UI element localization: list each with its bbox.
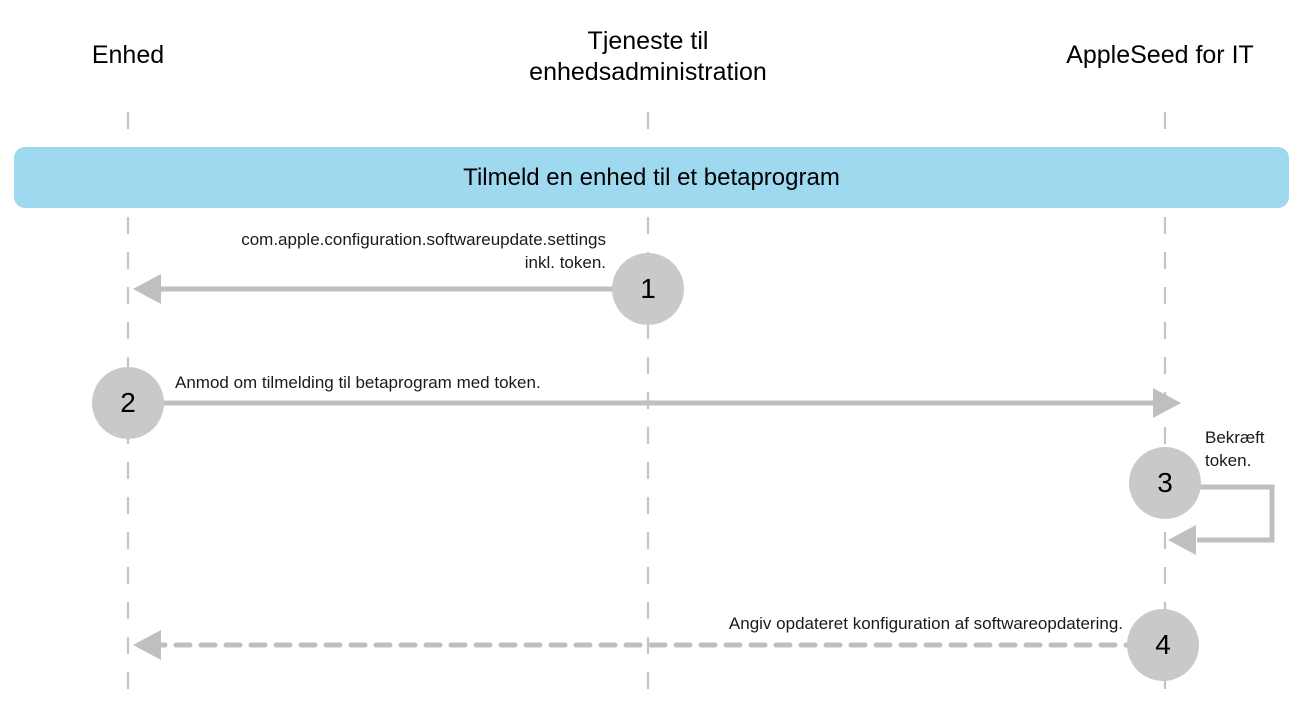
step-badge-2: 2 [92, 367, 164, 439]
message-arrow-2 [160, 388, 1181, 418]
diagram-title-text: Tilmeld en enhed til et betaprogram [463, 163, 840, 191]
arrowhead-1 [133, 274, 161, 304]
message-arrow-4 [133, 630, 1143, 660]
step-number-4: 4 [1155, 629, 1171, 660]
diagram-title-banner: Tilmeld en enhed til et betaprogram [14, 147, 1289, 208]
step-number-2: 2 [120, 387, 136, 418]
step-number-3: 3 [1157, 467, 1173, 498]
column-header-appleseed: AppleSeed for IT [1066, 41, 1254, 69]
message-label-1: com.apple.configuration.softwareupdate.s… [241, 230, 606, 272]
self-loop-path-3 [1196, 484, 1275, 543]
message-label-2: Anmod om tilmelding til betaprogram med … [175, 373, 541, 392]
message-label-4: Angiv opdateret konfiguration af softwar… [728, 614, 1123, 633]
step-badge-3: 3 [1129, 447, 1201, 519]
arrowhead-2 [1153, 388, 1181, 418]
column-header-mdm: Tjeneste til enhedsadministration [529, 27, 767, 86]
step-badge-1: 1 [612, 253, 684, 325]
arrowhead-3 [1168, 525, 1196, 555]
message-label-3: Bekræft token. [1205, 428, 1265, 470]
message-arrow-3 [1168, 484, 1275, 555]
message-arrow-1 [133, 274, 648, 304]
step-number-1: 1 [640, 273, 656, 304]
arrowhead-4 [133, 630, 161, 660]
column-header-device: Enhed [91, 41, 165, 69]
step-badge-4: 4 [1127, 609, 1199, 681]
